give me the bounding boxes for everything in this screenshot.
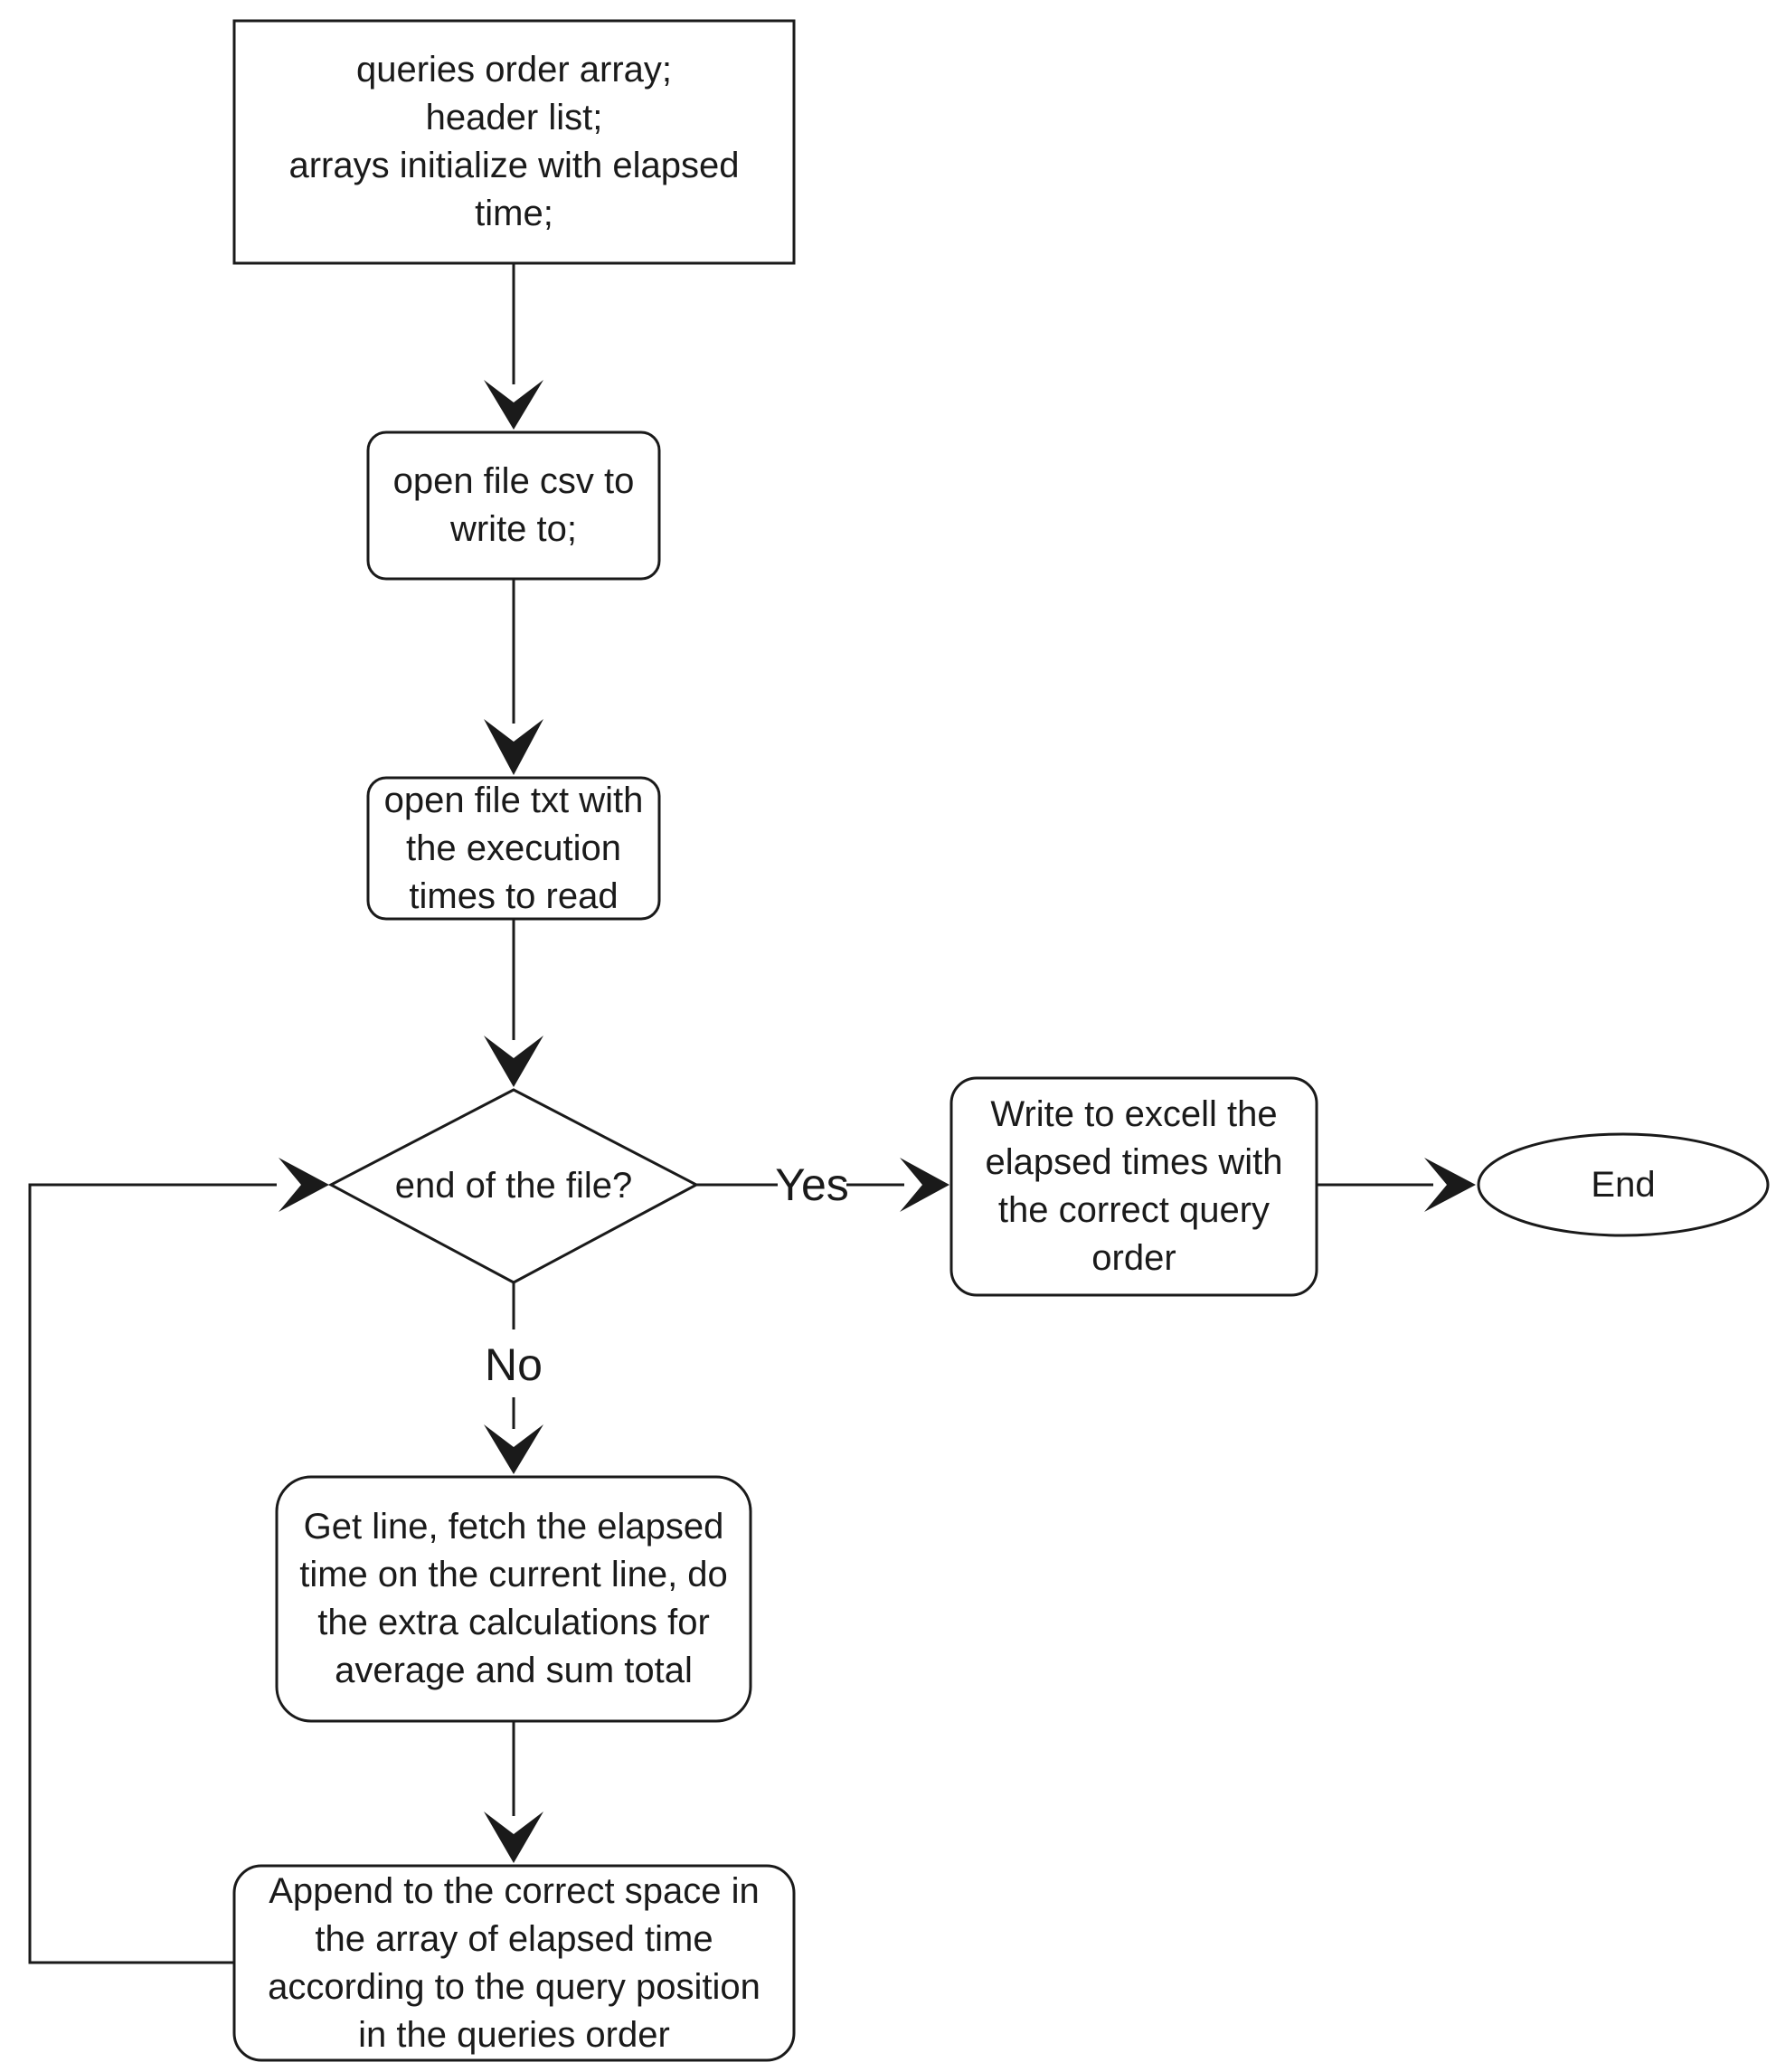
init-line: queries order array; — [355, 50, 673, 90]
open-csv-line: write to; — [449, 509, 578, 549]
open-txt-line: the execution — [406, 828, 621, 868]
init-line: header list; — [425, 98, 603, 137]
append-line: the array of elapsed time — [315, 1918, 713, 1959]
end-ellipse-shape — [1477, 1132, 1770, 1237]
get-line-line: Get line, fetch the elapsed — [303, 1507, 724, 1547]
write-excel-box: Write to excell the elapsed times with t… — [951, 1078, 1317, 1295]
open-txt-line: times to read — [409, 875, 619, 916]
end-label: End — [1591, 1164, 1656, 1205]
open-txt-line: open file txt with — [383, 780, 644, 820]
write-excel-line: order — [1091, 1238, 1176, 1278]
init-line: time; — [475, 194, 553, 233]
write-excel-box-shape — [949, 1076, 1318, 1297]
decision-line: end of the file? — [394, 1166, 633, 1206]
arrowhead-to-append — [484, 1812, 543, 1863]
arrowhead-to-end — [1424, 1158, 1476, 1212]
no-edge-label: No — [477, 1337, 550, 1393]
get-line-line: time on the current line, do — [299, 1555, 728, 1594]
end-ellipse: End — [1478, 1134, 1768, 1235]
open-txt-box: open file txt with the execution times t… — [368, 778, 659, 919]
arrowhead-to-decision — [484, 1036, 543, 1087]
arrowhead-to-write — [900, 1158, 949, 1212]
arrowhead-to-csv — [484, 380, 543, 430]
decision-diamond: end of the file? — [331, 1090, 696, 1282]
write-excel-line: Write to excell the — [990, 1094, 1278, 1134]
init-line: arrays initialize with elapsed — [288, 146, 740, 185]
init-box: queries order array; header list; arrays… — [234, 21, 794, 263]
get-line-line: average and sum total — [335, 1651, 693, 1690]
get-line-line: the extra calculations for — [317, 1603, 710, 1642]
append-line: according to the query position — [268, 1966, 760, 2007]
open-csv-line: open file csv to — [392, 461, 635, 501]
append-line: in the queries order — [358, 2014, 670, 2055]
write-excel-line: the correct query — [997, 1190, 1271, 1230]
append-box: Append to the correct space in the array… — [234, 1866, 794, 2060]
edge-loop-back — [28, 1183, 277, 1964]
append-line: Append to the correct space in — [269, 1870, 760, 1911]
write-excel-line: elapsed times with — [985, 1142, 1283, 1182]
open-csv-box: open file csv to write to; — [368, 432, 659, 579]
yes-edge-label: Yes — [775, 1158, 849, 1212]
arrowhead-to-txt — [484, 719, 543, 775]
arrowhead-loop-to-decision — [279, 1158, 329, 1212]
get-line-box: Get line, fetch the elapsed time on the … — [277, 1477, 751, 1721]
arrowhead-to-getline — [484, 1424, 543, 1474]
